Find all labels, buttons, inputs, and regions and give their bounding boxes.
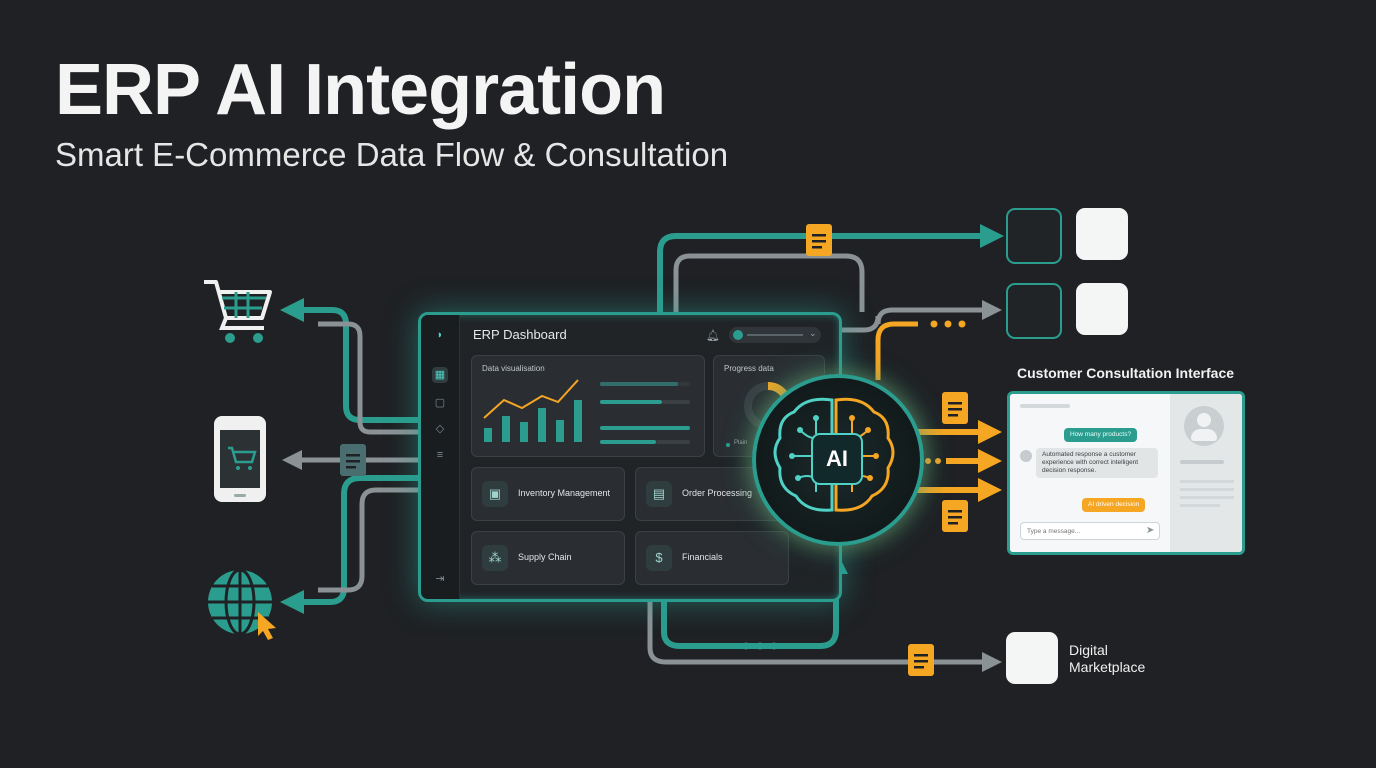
flow-gray-top: [318, 321, 418, 435]
dashboard-sidebar: ◗ ▦ ▢ ◇ ≡ ⇥: [421, 315, 460, 599]
store-tile-dark[interactable]: [1006, 283, 1062, 339]
dollar-icon: $: [646, 545, 672, 571]
bell-icon[interactable]: 🔔︎: [706, 330, 720, 342]
tile-label: Order Processing: [682, 488, 753, 498]
flow-to-store: [836, 300, 1002, 333]
profile-dropdown[interactable]: ⌄: [729, 327, 821, 343]
flow-to-cart: [280, 298, 418, 423]
marketplace-label: Digital Marketplace: [1069, 642, 1146, 675]
tile-label: Financials: [682, 552, 723, 562]
cursor-icon: [258, 612, 276, 640]
grid-icon[interactable]: ▦: [432, 367, 448, 383]
tile-label: Inventory Management: [518, 488, 611, 498]
flow-top-loop: [673, 253, 865, 312]
flow-orange-up: [875, 321, 918, 380]
bot-message-bubble: Automated response a customer experience…: [1036, 448, 1158, 478]
data-visualisation-panel: Data visualisation: [471, 355, 705, 457]
cart-tile[interactable]: [1076, 208, 1128, 260]
avatar: [733, 330, 743, 340]
cube-icon[interactable]: ◇: [435, 423, 445, 435]
tile-order-processing[interactable]: ▤ Order Processing: [635, 467, 789, 521]
consultation-title: Customer Consultation Interface: [1017, 365, 1235, 381]
smartphone-icon: [214, 416, 266, 502]
bot-avatar: [1020, 450, 1032, 462]
page-subtitle: Smart E-Commerce Data Flow & Consultatio…: [55, 136, 729, 173]
shopify-tile[interactable]: [1006, 208, 1062, 264]
progress-legend: Plain: [734, 440, 748, 446]
progress-title: Progress data: [724, 364, 774, 373]
flow-bottom-loop: [661, 550, 848, 649]
chevron-down-icon: ⌄: [809, 328, 817, 338]
tile-financials[interactable]: $ Financials: [635, 531, 789, 585]
logout-icon[interactable]: ⇥: [435, 573, 445, 585]
data-viz-title: Data visualisation: [482, 364, 545, 373]
file-icon[interactable]: ▢: [434, 397, 446, 409]
tile-supply-chain[interactable]: ⁂ Supply Chain: [471, 531, 625, 585]
logo-icon: ◗: [436, 329, 444, 341]
ai-message-bubble: AI driven decision: [1082, 498, 1146, 512]
list-icon[interactable]: ≡: [436, 449, 444, 461]
document-icon: [806, 224, 832, 256]
globe-icon: [208, 568, 272, 636]
page-title: ERP AI Integration: [55, 50, 666, 130]
user-avatar-icon: [1184, 406, 1224, 446]
flow-to-web: [280, 475, 418, 614]
profile-pane: [1170, 394, 1242, 552]
consultation-window: How many products? Automated response a …: [1007, 391, 1245, 555]
tile-inventory[interactable]: ▣ Inventory Management: [471, 467, 625, 521]
shopping-cart-icon: [204, 280, 272, 343]
document-icon: [908, 644, 934, 676]
tile-label: Supply Chain: [518, 552, 572, 562]
document-icon: [942, 500, 968, 532]
chat-pane: How many products? Automated response a …: [1010, 394, 1170, 552]
clipboard-icon: ▤: [646, 481, 672, 507]
document-icon: [340, 444, 366, 476]
flow-gray-bottom: [318, 487, 418, 593]
flow-to-marketplace: [647, 596, 1002, 672]
flow-to-shopify: [657, 224, 1004, 312]
store-tile-light[interactable]: [1076, 283, 1128, 335]
network-icon: ⁂: [482, 545, 508, 571]
box-icon: ▣: [482, 481, 508, 507]
marketplace-tile[interactable]: [1006, 632, 1058, 684]
send-icon[interactable]: ➤: [1146, 525, 1155, 536]
user-message-bubble: How many products?: [1064, 428, 1138, 442]
message-input[interactable]: [1020, 522, 1160, 540]
dashboard-title: ERP Dashboard: [473, 327, 567, 342]
bar-line-chart: [483, 379, 690, 444]
document-icon: [942, 392, 968, 424]
ai-chip: AI: [811, 433, 863, 485]
erp-dashboard: ◗ ▦ ▢ ◇ ≡ ⇥ ERP Dashboard 🔔︎ ⌄ Data visu…: [418, 312, 842, 602]
